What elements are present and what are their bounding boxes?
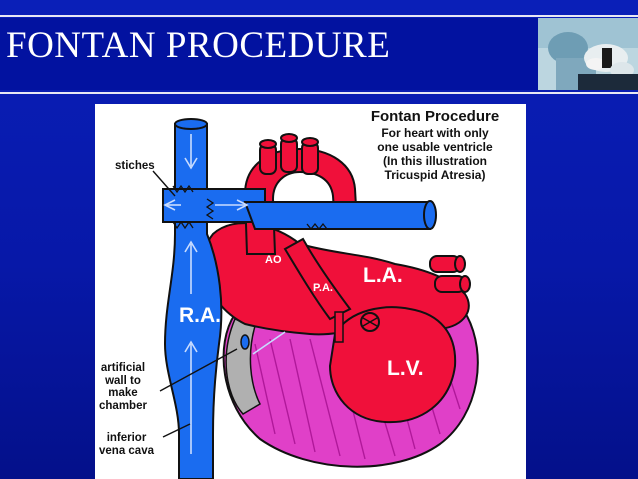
surgery-photo bbox=[538, 18, 638, 90]
bottom-rule bbox=[0, 92, 638, 94]
stitch-marks bbox=[172, 184, 328, 231]
wall-opening bbox=[240, 334, 250, 350]
label-pa: P.A. bbox=[313, 282, 333, 294]
right-pulmonary-branch bbox=[243, 201, 431, 230]
label-ivc-line: vena cava bbox=[99, 444, 154, 457]
caption-line: (In this illustration bbox=[383, 154, 487, 168]
label-artificial-wall: artificial wall to make chamber bbox=[99, 362, 147, 412]
label-ra: R.A. bbox=[179, 304, 221, 327]
caption-line: one usable ventricle bbox=[377, 140, 493, 154]
label-la: L.A. bbox=[363, 264, 403, 287]
valve-leaflets bbox=[362, 317, 378, 327]
label-stiches: stiches bbox=[115, 160, 155, 172]
flow-arrows bbox=[163, 134, 286, 454]
label-wall-line: chamber bbox=[99, 399, 147, 412]
caption-line: For heart with only bbox=[381, 126, 489, 140]
pulmonary-artery bbox=[283, 237, 352, 321]
left-ventricle bbox=[328, 306, 457, 424]
label-ivc-line: inferior bbox=[106, 432, 147, 444]
label-wall-line: wall to bbox=[105, 374, 141, 387]
leader-lines bbox=[152, 170, 238, 438]
diagram-caption: Fontan Procedure For heart with only one… bbox=[350, 108, 520, 182]
label-inferior-vena-cava: inferior vena cava bbox=[99, 432, 154, 457]
title-bar bbox=[0, 18, 638, 90]
aortic-branches bbox=[259, 133, 319, 175]
fontan-diagram: Fontan Procedure For heart with only one… bbox=[95, 104, 526, 479]
artificial-wall bbox=[225, 318, 261, 415]
slide-title: FONTAN PROCEDURE bbox=[6, 25, 391, 66]
papillary-muscle bbox=[334, 311, 344, 343]
label-ao: AO bbox=[265, 254, 282, 266]
label-wall-line: artificial bbox=[100, 362, 146, 374]
label-lv: L.V. bbox=[387, 357, 424, 380]
vena-cava bbox=[163, 123, 223, 479]
valve-ring bbox=[360, 312, 380, 332]
label-wall-line: make bbox=[108, 387, 138, 399]
diagram-heading: Fontan Procedure bbox=[370, 108, 500, 125]
svc-opening bbox=[174, 118, 208, 130]
caption-line: Tricuspid Atresia) bbox=[384, 168, 486, 182]
heart-illustration bbox=[152, 118, 479, 479]
pulmonary-veins bbox=[429, 255, 471, 293]
pa-branch-end bbox=[423, 200, 437, 230]
top-rule bbox=[0, 15, 638, 17]
